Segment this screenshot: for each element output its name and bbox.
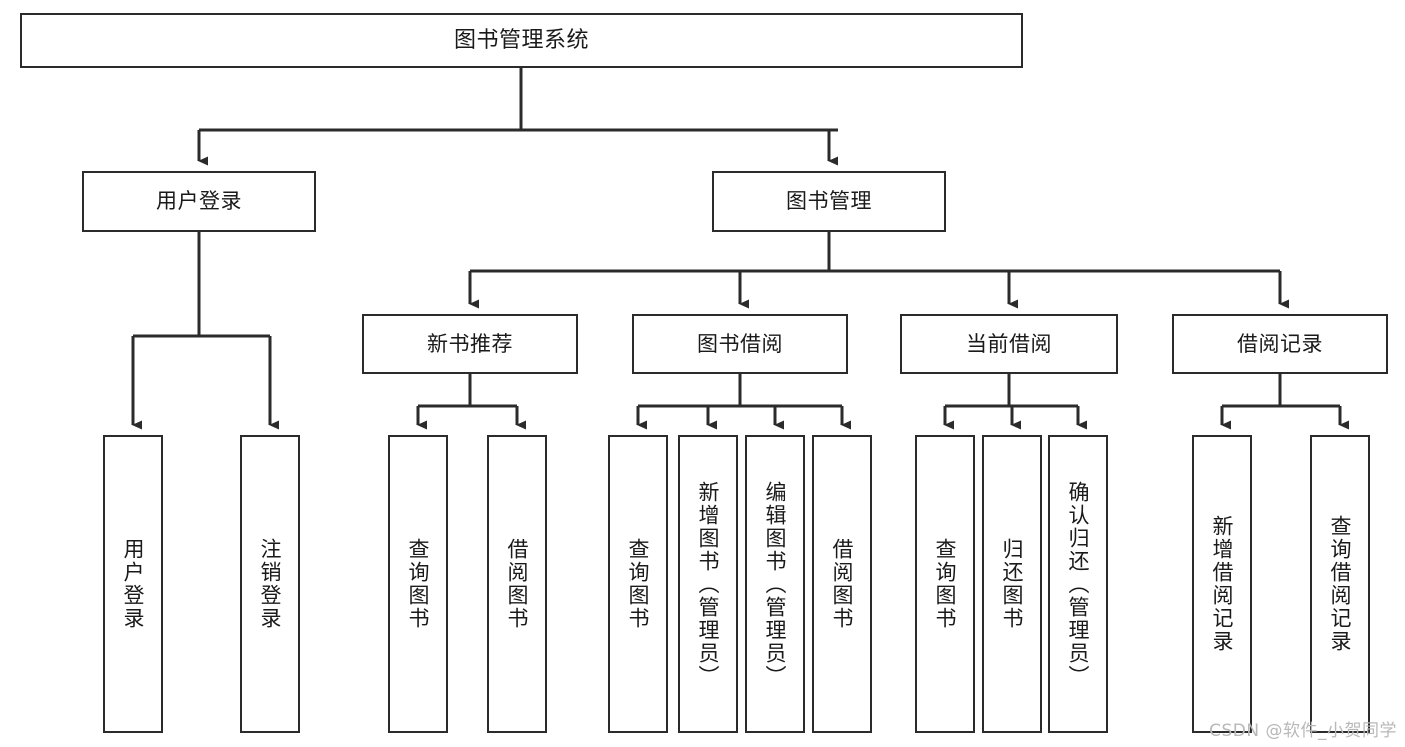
node-leaf-query-book-borrow-label: 查询图书 [626, 538, 651, 630]
node-leaf-user-logout-label: 注销登录 [258, 538, 283, 630]
node-leaf-user-logout[interactable]: 注销登录 [240, 435, 300, 733]
node-leaf-add-borrow-record[interactable]: 新增借阅记录 [1192, 435, 1252, 733]
node-borrow-record-label: 借阅记录 [1237, 331, 1323, 356]
node-leaf-edit-book-admin[interactable]: 编辑图书（管理员） [745, 435, 805, 733]
node-book-borrow-label: 图书借阅 [697, 331, 783, 356]
node-leaf-add-book-admin-label: 新增图书（管理员） [696, 480, 721, 688]
csdn-watermark: CSDN @软件_小贺同学 [1209, 721, 1397, 741]
node-leaf-add-book-admin[interactable]: 新增图书（管理员） [678, 435, 738, 733]
node-borrow-record[interactable]: 借阅记录 [1172, 314, 1388, 374]
node-root-label: 图书管理系统 [453, 27, 589, 53]
node-current-borrow[interactable]: 当前借阅 [900, 314, 1118, 374]
node-leaf-borrow-book[interactable]: 借阅图书 [812, 435, 872, 733]
node-leaf-edit-book-admin-label: 编辑图书（管理员） [763, 480, 788, 688]
node-user-login-label: 用户登录 [156, 189, 242, 214]
node-leaf-borrow-book-rec[interactable]: 借阅图书 [487, 435, 547, 733]
node-book-manage[interactable]: 图书管理 [712, 171, 946, 232]
node-leaf-return-book[interactable]: 归还图书 [982, 435, 1042, 733]
node-book-borrow[interactable]: 图书借阅 [632, 314, 848, 374]
node-leaf-query-book-current[interactable]: 查询图书 [915, 435, 975, 733]
node-leaf-query-borrow-record[interactable]: 查询借阅记录 [1310, 435, 1370, 733]
node-leaf-query-book-current-label: 查询图书 [933, 538, 958, 630]
node-user-login[interactable]: 用户登录 [82, 171, 316, 232]
node-leaf-confirm-return-admin[interactable]: 确认归还（管理员） [1048, 435, 1108, 733]
node-leaf-user-login-label: 用户登录 [121, 538, 146, 630]
node-leaf-confirm-return-admin-label: 确认归还（管理员） [1066, 480, 1091, 688]
node-leaf-borrow-book-label: 借阅图书 [830, 538, 855, 630]
node-root[interactable]: 图书管理系统 [20, 13, 1023, 68]
node-book-manage-label: 图书管理 [786, 189, 872, 214]
node-leaf-query-book-rec[interactable]: 查询图书 [388, 435, 448, 733]
node-leaf-query-book-rec-label: 查询图书 [406, 538, 431, 630]
node-new-book-recommend[interactable]: 新书推荐 [362, 314, 578, 374]
node-current-borrow-label: 当前借阅 [966, 331, 1052, 356]
node-leaf-query-borrow-record-label: 查询借阅记录 [1328, 515, 1353, 653]
node-leaf-borrow-book-rec-label: 借阅图书 [505, 538, 530, 630]
node-leaf-return-book-label: 归还图书 [1000, 538, 1025, 630]
node-leaf-add-borrow-record-label: 新增借阅记录 [1210, 515, 1235, 653]
node-leaf-query-book-borrow[interactable]: 查询图书 [608, 435, 668, 733]
node-leaf-user-login[interactable]: 用户登录 [103, 435, 163, 733]
node-new-book-recommend-label: 新书推荐 [427, 331, 513, 356]
